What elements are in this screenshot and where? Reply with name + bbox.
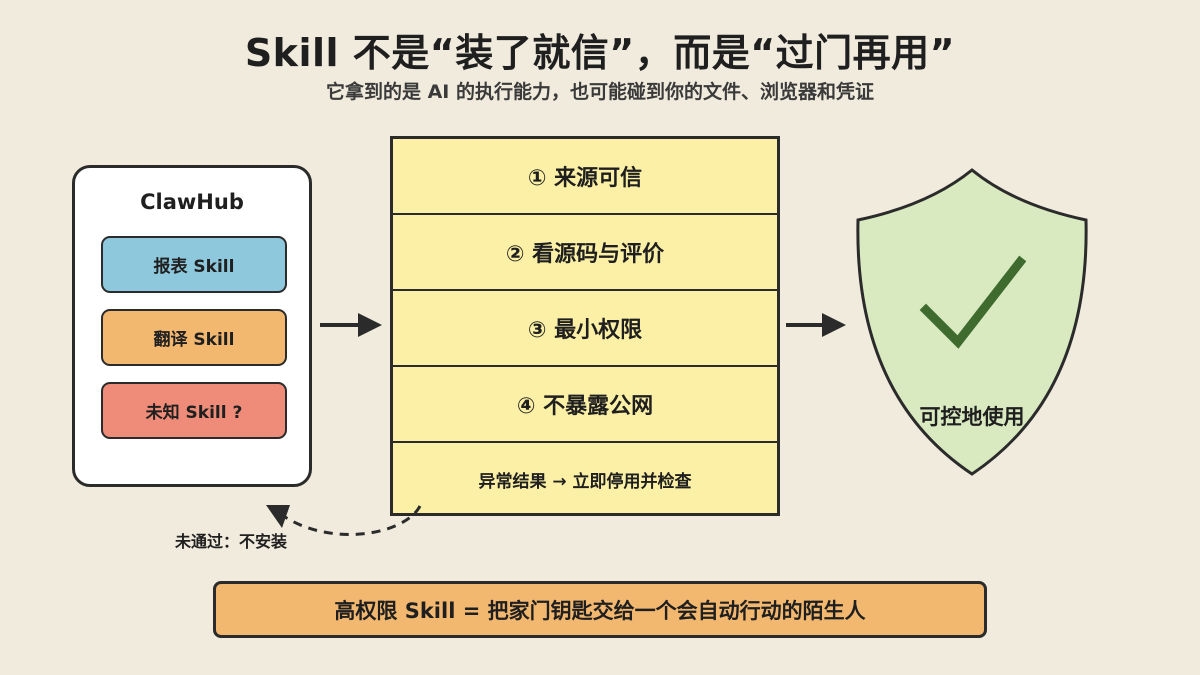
check-step-monitor: 异常结果 → 立即停用并检查 — [478, 472, 692, 492]
page-subtitle: 它拿到的是 AI 的执行能力，也可能碰到你的文件、浏览器和凭证 — [325, 81, 874, 103]
check-step-source: ① 来源可信 — [393, 139, 777, 215]
arrow-checks-to-shield — [786, 313, 846, 337]
check-step-least-privilege: ③ 最小权限 — [393, 291, 777, 367]
result-label: 可控地使用 — [919, 405, 1025, 429]
warning-banner: 高权限 Skill = 把家门钥匙交给一个会自动行动的陌生人 — [213, 581, 987, 638]
check-step-no-public-exposure: ④ 不暴露公网 — [393, 367, 777, 443]
security-check-stack: ① 来源可信 ② 看源码与评价 ③ 最小权限 ④ 不暴露公网 异常结果 → 立即… — [390, 136, 780, 516]
reject-return-arrow — [266, 505, 422, 536]
clawhub-panel: ClawHub 报表 Skill 翻译 Skill 未知 Skill ? — [72, 165, 312, 487]
skill-card-unknown: 未知 Skill ? — [101, 382, 287, 439]
skill-card-translate: 翻译 Skill — [101, 309, 287, 366]
skill-card-report: 报表 Skill — [101, 236, 287, 293]
check-step-code-review: ② 看源码与评价 — [393, 215, 777, 291]
clawhub-title: ClawHub — [140, 190, 244, 214]
checkmark-icon — [919, 255, 1027, 349]
arrow-hub-to-checks — [320, 313, 382, 337]
reject-label: 未通过：不安装 — [175, 532, 288, 551]
page-title: Skill 不是“装了就信”，而是“过门再用” — [244, 31, 956, 75]
